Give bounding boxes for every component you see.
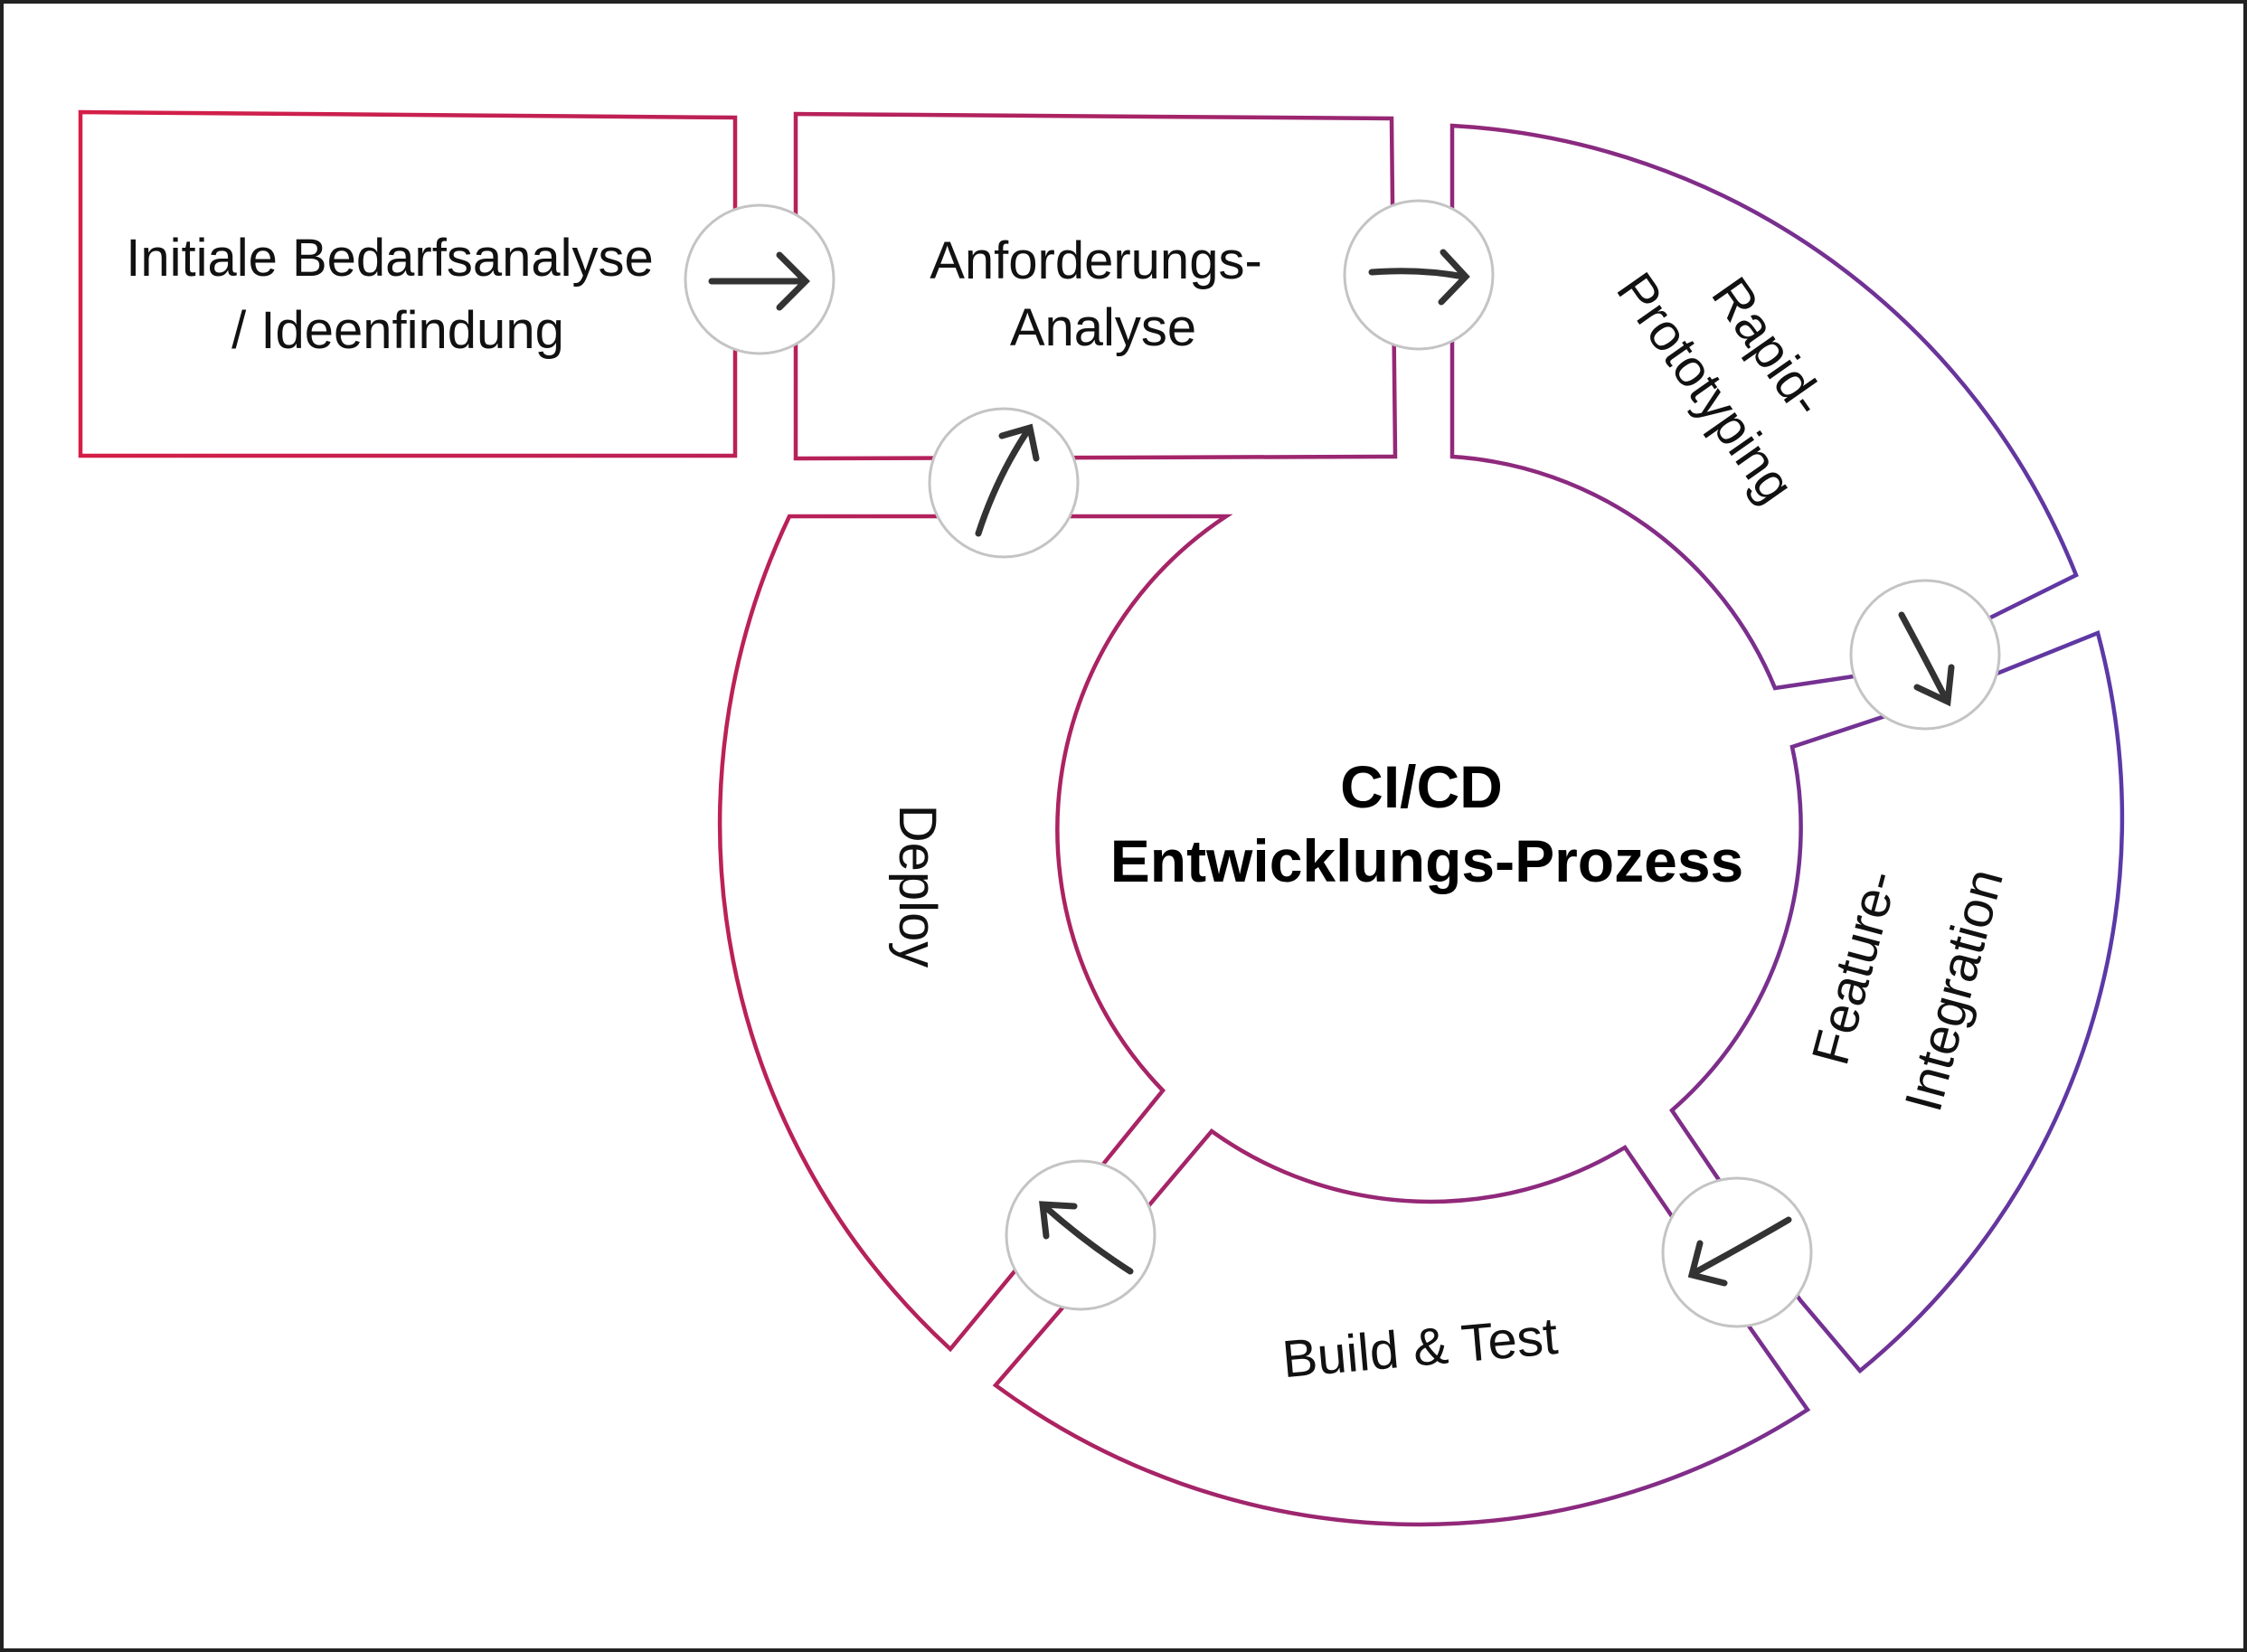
box-bedarfsanalyse-line2: / Ideenfindung <box>231 301 564 360</box>
segment-rapid-prototyping[interactable]: Rapid- Prototyping <box>1449 123 2079 691</box>
arrow-right-icon <box>708 251 810 311</box>
arrow-down-left-icon <box>1687 1216 1792 1287</box>
center-title-line1: CI/CD <box>1340 753 1503 820</box>
box-anforderungsanalyse[interactable]: Anforderungs- Analyse <box>793 111 1398 461</box>
segment-feature-integration[interactable]: Feature- Integration <box>1669 629 2125 1374</box>
segment-build-test[interactable]: Build & Test <box>992 1128 1811 1527</box>
arrow-down-right-icon <box>1898 611 1955 707</box>
box-anforderungsanalyse-line2: Analyse <box>1010 298 1196 357</box>
connector-deploy-to-anforderung[interactable] <box>928 407 1080 559</box>
segment-deploy-label: Deploy <box>888 805 947 968</box>
center-title-line2: Entwicklungs-Prozess <box>1110 827 1744 894</box>
box-bedarfsanalyse[interactable]: Initiale Bedarfsanalyse / Ideenfindung <box>78 109 738 458</box>
box-anforderungsanalyse-line1: Anforderungs- <box>930 231 1262 290</box>
box-bedarfsanalyse-line1: Initiale Bedarfsanalyse <box>126 229 654 288</box>
connector-bedarf-to-anforderung[interactable] <box>684 203 836 355</box>
connector-build-to-deploy[interactable] <box>1005 1159 1157 1311</box>
connector-anforderung-to-rapid[interactable] <box>1343 199 1495 351</box>
arrow-up-right-icon <box>975 423 1040 537</box>
arrow-up-left-icon <box>1039 1201 1134 1275</box>
connector-rapid-to-feature[interactable] <box>1849 579 2001 731</box>
center-title: CI/CD Entwicklungs-Prozess <box>1110 753 1744 894</box>
segment-deploy[interactable]: Deploy <box>717 514 1233 1353</box>
connector-feature-to-build[interactable] <box>1661 1176 1813 1328</box>
arrow-right-icon <box>1368 249 1470 306</box>
